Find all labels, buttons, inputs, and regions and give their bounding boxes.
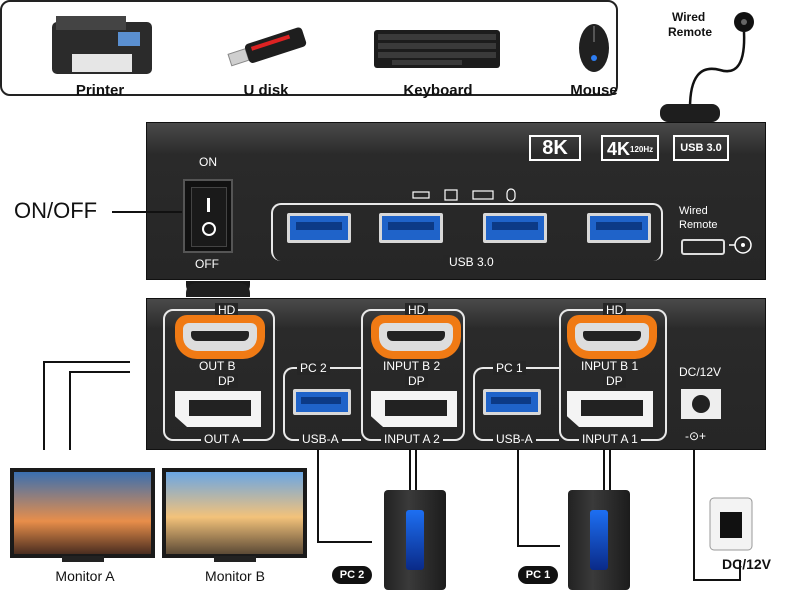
rear-panel-foot: [186, 283, 250, 297]
usb3-port-3[interactable]: [483, 213, 547, 243]
remote-port-label-line2: Remote: [679, 219, 718, 231]
keyboard-icon: [374, 30, 500, 68]
monitor-b-label: Monitor B: [205, 568, 265, 584]
wired-remote-icon: [660, 12, 754, 122]
usb3-port-2[interactable]: [379, 213, 443, 243]
input-a2-label: INPUT A 2: [381, 432, 443, 446]
peripheral-label-printer: Printer: [75, 82, 125, 99]
mouse-icon: [579, 24, 609, 72]
out-hd-label: HD: [215, 303, 239, 317]
out-b-label: OUT B: [199, 359, 236, 373]
power-adapter-icon: [709, 497, 753, 551]
kvm-top-panel: 8K 4K 120Hz USB 3.0 ON OFF USB 3.0 Wired…: [146, 122, 766, 280]
input-b2-label: INPUT B 2: [383, 359, 441, 373]
pc1-hd-label: HD: [603, 303, 627, 317]
usb-drive-icon: [227, 27, 307, 67]
pc2-dp-label: DP: [405, 374, 428, 388]
switch-callout-line: [112, 211, 182, 213]
hdmi-input-b1-port[interactable]: [567, 315, 657, 359]
wired-remote-label-line1: Wired: [672, 10, 706, 24]
power-adapter-label: DC/12V: [722, 556, 772, 572]
usb-group-frame: [271, 203, 663, 261]
dp-input-a1-port[interactable]: [567, 391, 653, 427]
dp-out-a-port[interactable]: [175, 391, 261, 427]
pc1-label: PC 1: [493, 361, 526, 375]
pc2-label: PC 2: [297, 361, 330, 375]
badge-8k: 8K: [529, 135, 581, 161]
pc1-usb-a-port[interactable]: [483, 389, 541, 415]
usb3-port-1[interactable]: [287, 213, 351, 243]
monitor-b-stand: [214, 556, 256, 562]
hdmi-out-b-port[interactable]: [175, 315, 265, 359]
pc1-tower-icon: [568, 490, 630, 590]
input-a1-label: INPUT A 1: [579, 432, 641, 446]
pc1-device-label: PC 1: [518, 566, 558, 584]
dc-port-label: DC/12V: [679, 365, 722, 379]
badge-4k-text: 4K: [607, 139, 631, 159]
monitor-a-stand: [62, 556, 104, 562]
switch-on-label: ON: [199, 155, 217, 169]
usb-group-label: USB 3.0: [443, 255, 500, 269]
monitor-a-icon: [10, 468, 155, 558]
kvm-rear-panel: HD OUT B DP OUT A PC 2 USB-A HD INPUT B …: [146, 298, 766, 450]
printer-icon: [52, 16, 152, 74]
dp-input-a2-port[interactable]: [371, 391, 457, 427]
hdmi-input-b2-port[interactable]: [371, 315, 461, 359]
pc2-hd-label: HD: [405, 303, 429, 317]
usb3-port-4[interactable]: [587, 213, 651, 243]
peripheral-label-mouse: Mouse: [570, 82, 618, 99]
usb-device-icons: [412, 188, 516, 202]
monitor-b-icon: [162, 468, 307, 558]
out-a-label: OUT A: [201, 432, 243, 446]
peripherals-box: [0, 0, 618, 96]
switch-callout-label: ON/OFF: [14, 198, 98, 223]
badge-120hz-text: 120Hz: [630, 145, 654, 154]
peripheral-label-u-disk: U disk: [243, 82, 289, 99]
remote-jack-icon: [729, 236, 752, 254]
input-b1-label: INPUT B 1: [581, 359, 639, 373]
pc1-usb-label: USB-A: [493, 432, 536, 446]
monitor-a-label: Monitor A: [55, 568, 115, 584]
badge-usb3: USB 3.0: [673, 135, 729, 161]
out-dp-label: DP: [215, 374, 238, 388]
wired-remote-label-line2: Remote: [668, 25, 713, 39]
remote-port-label-line1: Wired: [679, 205, 708, 217]
remote-port[interactable]: [681, 239, 725, 255]
pc2-device-label: PC 2: [332, 566, 372, 584]
pc1-dp-label: DP: [603, 374, 626, 388]
switch-off-label: OFF: [195, 257, 219, 271]
badge-4k-120hz: 4K 120Hz: [601, 135, 659, 161]
pc2-usb-a-port[interactable]: [293, 389, 351, 415]
power-switch[interactable]: [183, 179, 233, 253]
pc2-usb-label: USB-A: [299, 432, 342, 446]
pc2-tower-icon: [384, 490, 446, 590]
dc-power-port[interactable]: [681, 389, 721, 419]
dc-polarity-label: -⊙+: [685, 429, 707, 443]
peripheral-label-keyboard: Keyboard: [403, 82, 473, 99]
